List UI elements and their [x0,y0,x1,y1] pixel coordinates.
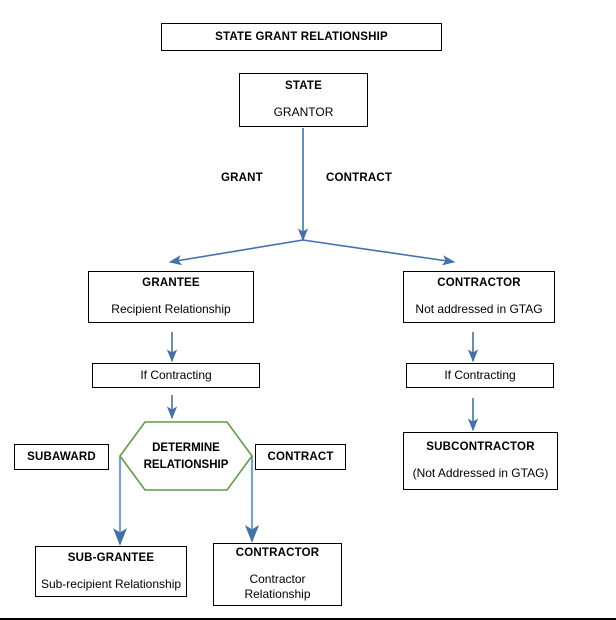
node-sub-grantee-subtitle: Sub-recipient Relationship [40,576,182,591]
node-contract-label: CONTRACT [267,450,334,463]
node-subcontractor-title: SUBCONTRACTOR [426,441,535,454]
node-contractor-relationship-subtitle: Contractor Relationship [244,572,310,603]
node-determine-relationship[interactable]: DETERMINE RELATIONSHIP [118,420,254,492]
node-grantee[interactable]: GRANTEE Recipient Relationship [88,271,254,323]
determine-line-2: RELATIONSHIP [143,459,229,471]
node-subaward-label: SUBAWARD [27,450,96,463]
node-determine-relationship-text: DETERMINE RELATIONSHIP [118,420,254,492]
arrow-split-to-contractor [302,239,456,266]
node-grantee-subtitle: Recipient Relationship [111,302,231,317]
determine-line-1: DETERMINE [152,442,220,455]
node-if-contracting-left-label: If Contracting [140,367,212,382]
node-state[interactable]: STATE GRANTOR [239,73,368,127]
banner-title: STATE GRANT RELATIONSHIP [215,30,388,43]
node-subcontractor-subtitle: (Not Addressed in GTAG) [412,466,549,481]
node-contractor-relationship-title: CONTRACTOR [235,546,320,559]
node-if-contracting-right-label: If Contracting [444,367,516,382]
contractor-relationship-line-1: Contractor [249,571,306,586]
node-state-subtitle: GRANTOR [273,105,334,120]
contractor-relationship-line-2: Relationship [244,587,311,602]
node-contractor[interactable]: CONTRACTOR Not addressed in GTAG [403,271,555,323]
edge-label-contract: CONTRACT [326,172,393,184]
node-subaward[interactable]: SUBAWARD [14,444,109,470]
node-sub-grantee-title: SUB-GRANTEE [67,551,155,564]
hexagon-shape [119,421,253,491]
node-contractor-relationship[interactable]: CONTRACTOR Contractor Relationship [213,543,342,606]
node-grantee-title: GRANTEE [142,277,200,290]
banner-title-box: STATE GRANT RELATIONSHIP [161,23,442,51]
node-contract[interactable]: CONTRACT [255,444,346,470]
node-sub-grantee[interactable]: SUB-GRANTEE Sub-recipient Relationship [35,546,187,597]
node-subcontractor[interactable]: SUBCONTRACTOR (Not Addressed in GTAG) [403,432,558,490]
edge-label-grant: GRANT [221,172,263,184]
arrow-split-to-grantee [168,239,304,266]
node-if-contracting-left[interactable]: If Contracting [92,363,260,388]
node-state-title: STATE [285,80,322,93]
node-contractor-title: CONTRACTOR [437,277,521,290]
node-contractor-subtitle: Not addressed in GTAG [415,302,543,317]
node-if-contracting-right[interactable]: If Contracting [406,363,554,388]
